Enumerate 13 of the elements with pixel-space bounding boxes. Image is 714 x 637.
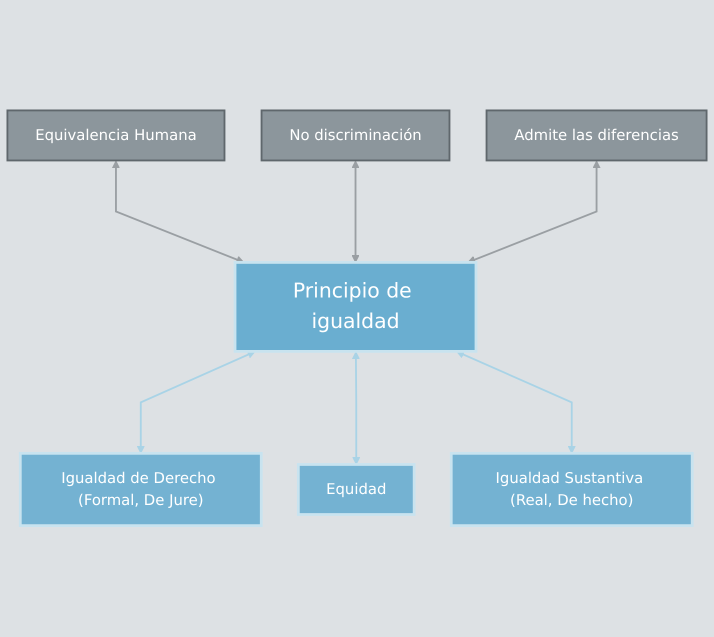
node-box: Equidad xyxy=(296,464,416,516)
arrow xyxy=(136,351,256,454)
node-box: Admite las diferencias xyxy=(486,110,708,162)
node-box: Principio de igualdad xyxy=(234,262,478,354)
node-box: Igualdad Sustantiva (Real, De hecho) xyxy=(450,452,694,528)
node-box: Equivalencia Humana xyxy=(6,110,226,162)
node-box: No discriminación xyxy=(260,110,450,162)
arrow xyxy=(352,352,360,466)
arrow xyxy=(467,160,601,264)
node-box: Igualdad de Derecho (Formal, De Jure) xyxy=(18,452,263,528)
arrow xyxy=(112,160,244,264)
arrow xyxy=(456,351,576,454)
arrow xyxy=(351,160,360,264)
